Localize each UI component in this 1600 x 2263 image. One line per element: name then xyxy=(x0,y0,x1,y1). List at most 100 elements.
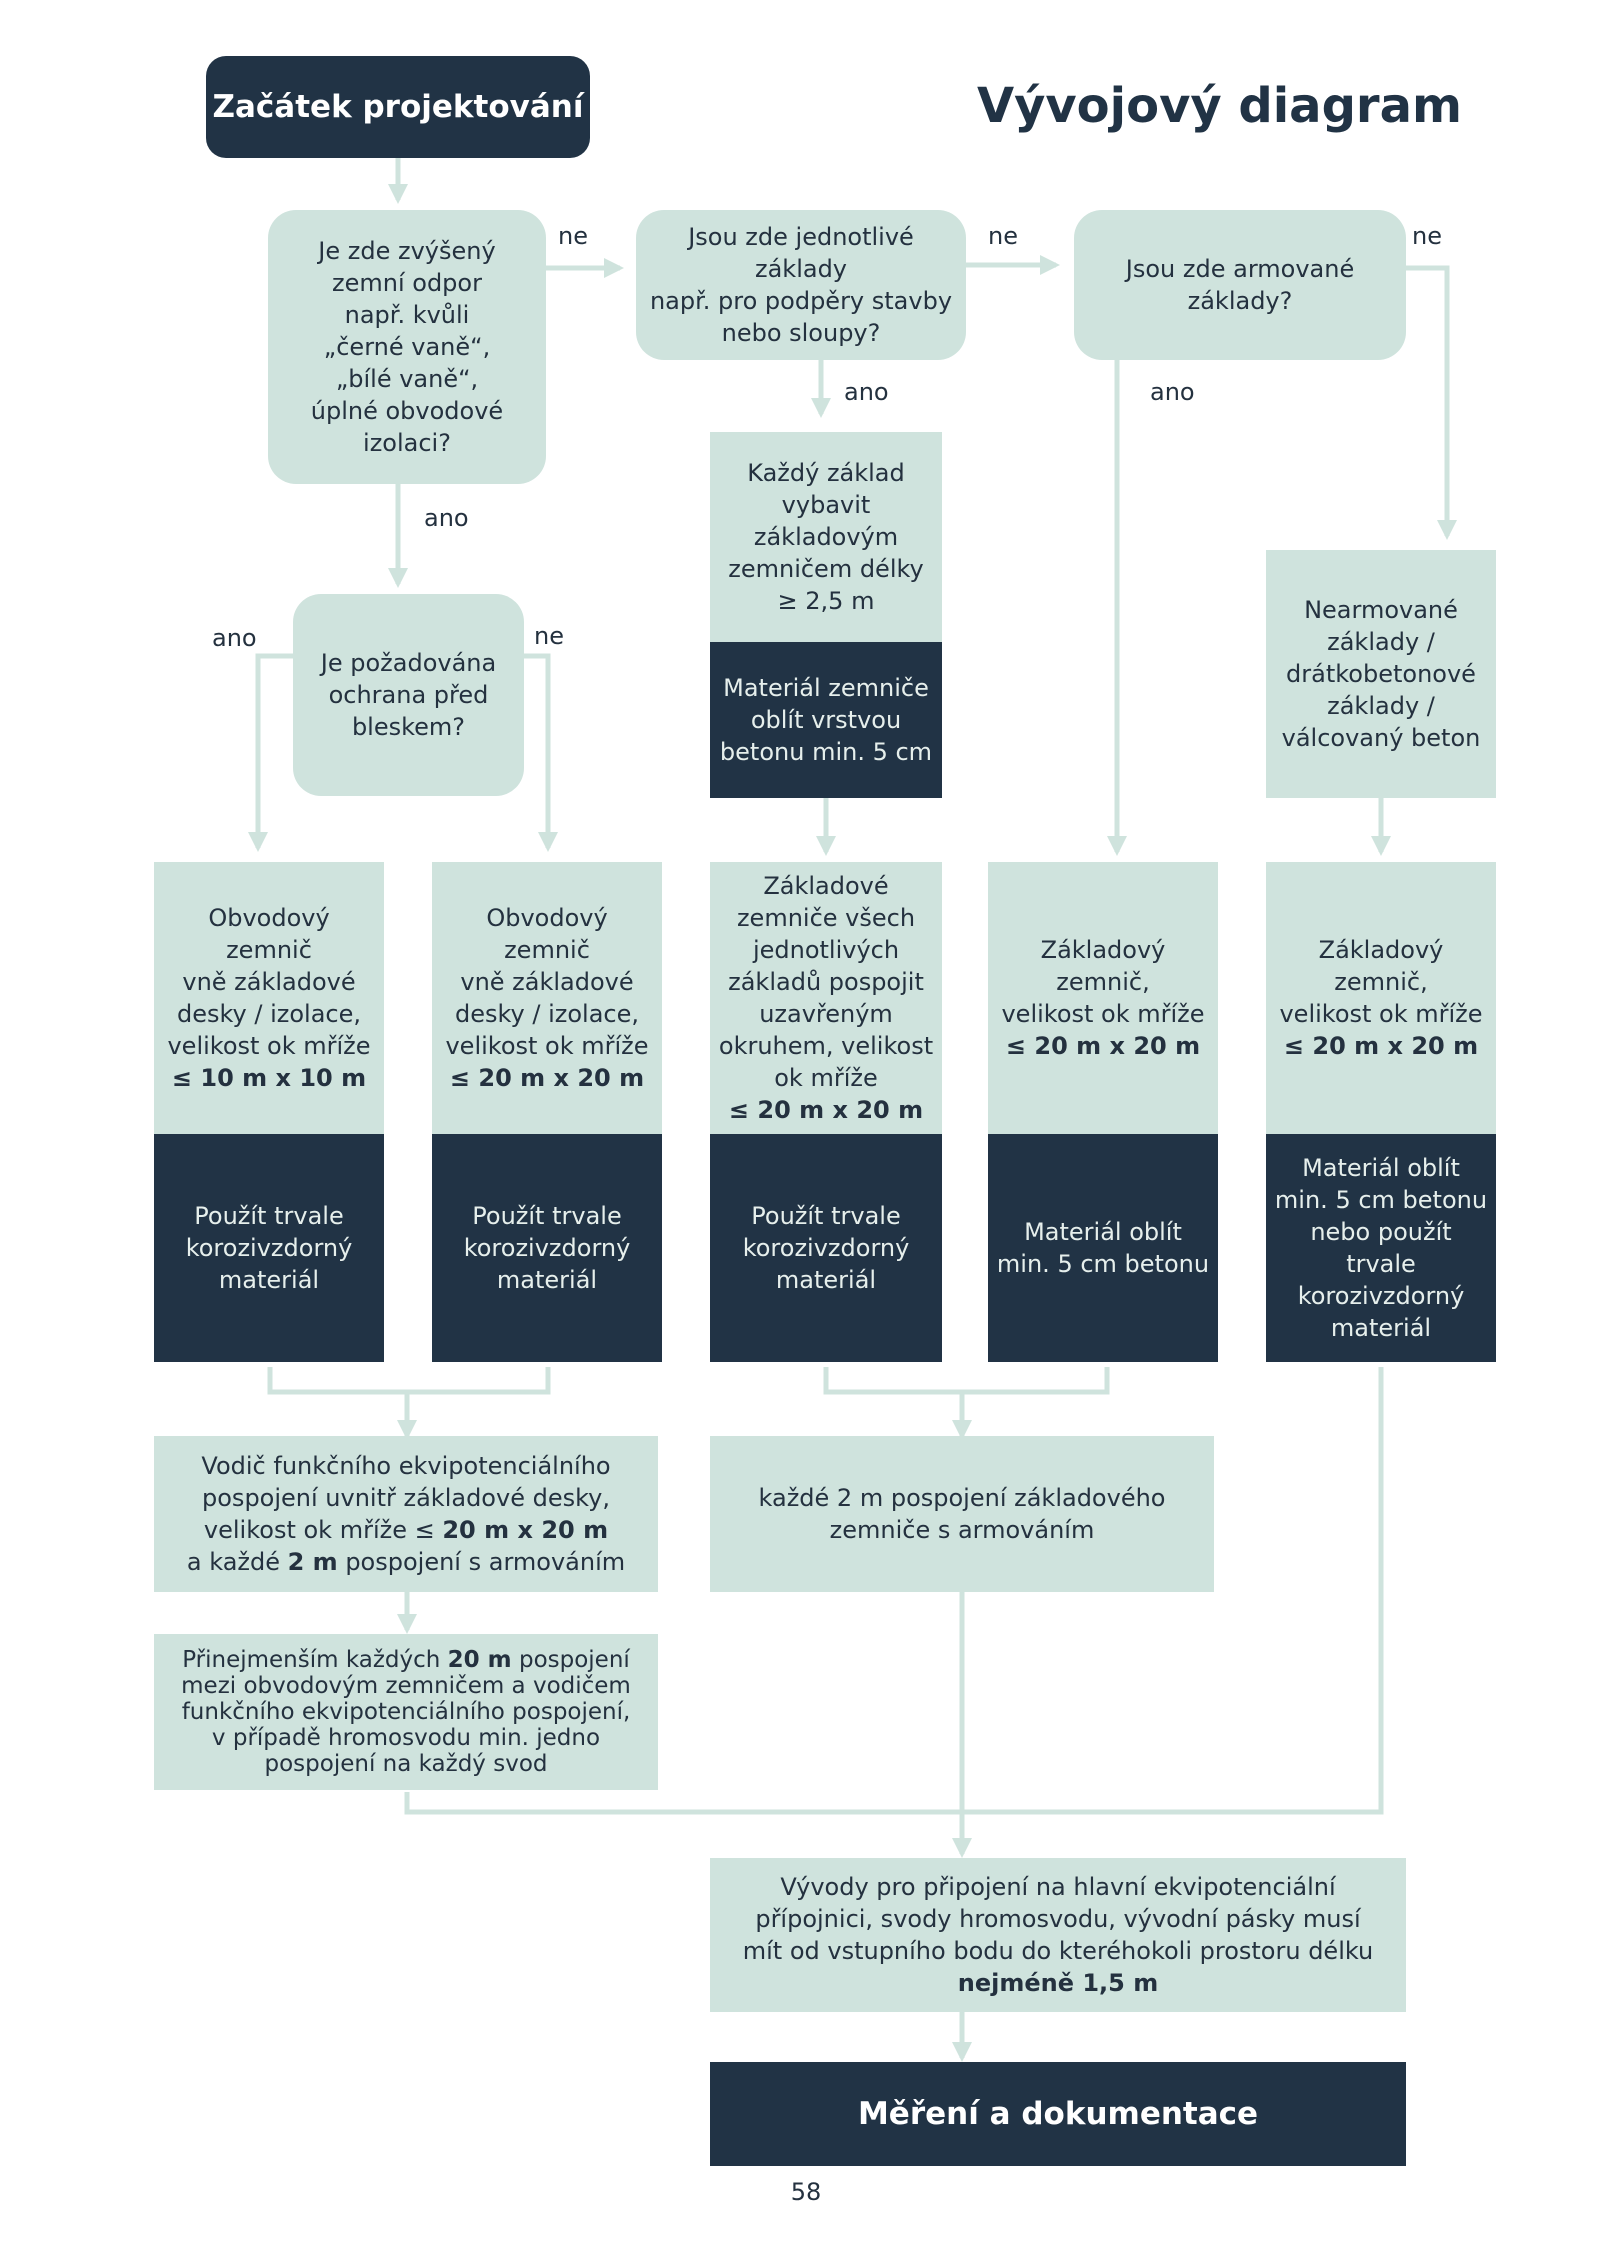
step-every-2m-connection: každé 2 m pospojení základového zemniče … xyxy=(710,1436,1214,1592)
text-line: desky / izolace, xyxy=(176,1000,361,1028)
text-line: pospojení uvnitř základové desky, xyxy=(202,1484,610,1512)
text-line: uzavřeným xyxy=(759,1000,893,1028)
text-line: desky / izolace, xyxy=(454,1000,639,1028)
text-line: Základový zemnič, xyxy=(1040,936,1166,996)
step-each-foundation-earth: Každý základ vybavit základovým zemničem… xyxy=(710,432,942,642)
text-line: Základové xyxy=(763,872,889,900)
text-line: Je zde zvýšený xyxy=(318,237,496,265)
arrow-lightning-yes xyxy=(248,653,293,852)
text-line: každé 2 m pospojení základového xyxy=(758,1484,1166,1512)
mesh-size: 20 m x 20 m xyxy=(442,1516,609,1544)
arrow-reinforced-no xyxy=(1406,265,1457,540)
text-line: Přinejmenším každých 20 m pospojení xyxy=(182,1647,630,1673)
label-lightning-yes: ano xyxy=(212,624,257,652)
text-span: velikost ok mříže ≤ xyxy=(203,1516,443,1544)
decision-single-foundations: Jsou zde jednotlivé základy např. pro po… xyxy=(636,210,966,360)
text-line: Jsou zde jednotlivé základy xyxy=(688,223,914,283)
text-line: Je požadována xyxy=(320,649,497,677)
text-line: základy / xyxy=(1327,628,1435,656)
text-span: pospojení s armováním xyxy=(337,1548,626,1576)
text-line: korozivzdorný xyxy=(1297,1282,1465,1310)
step-terminal-outputs: Vývody pro připojení na hlavní ekvipoten… xyxy=(710,1858,1406,2012)
mesh-size: ≤ 20 m x 20 m xyxy=(1005,1032,1201,1060)
text-line: zemničem délky xyxy=(728,555,924,583)
step-col1-material: Použít trvale korozivzdorný materiál xyxy=(154,1134,384,1362)
mesh-size: ≤ 20 m x 20 m xyxy=(1283,1032,1479,1060)
text-line: Materiál oblít xyxy=(1024,1218,1182,1246)
step-col3-connect-foundations: Základové zemniče všech jednotlivých zák… xyxy=(710,862,942,1134)
text-line: velikost ok mříže xyxy=(1279,1000,1483,1028)
step-unreinforced-foundations: Nearmované základy / drátkobetonové zákl… xyxy=(1266,550,1496,798)
distance-value: nejméně 1,5 m xyxy=(957,1969,1159,1997)
line-atleast-to-bus xyxy=(404,1367,1384,1815)
text-line: např. pro podpěry stavby xyxy=(649,287,953,315)
text-line: okruhem, velikost xyxy=(718,1032,934,1060)
step-col2-perimeter-earth: Obvodový zemnič vně základové desky / iz… xyxy=(432,862,662,1134)
text-line: úplné obvodové xyxy=(310,397,504,425)
step-col2-material: Použít trvale korozivzdorný materiál xyxy=(432,1134,662,1362)
end-node: Měření a dokumentace xyxy=(710,2062,1406,2166)
distance-value: 2 m xyxy=(287,1548,338,1576)
text-line: materiál xyxy=(218,1266,320,1294)
mesh-size: ≤ 10 m x 10 m xyxy=(171,1064,367,1092)
text-line: mezi obvodovým zemničem a vodičem xyxy=(181,1673,631,1699)
text-line: min. 5 cm betonu xyxy=(996,1250,1210,1278)
text-span: a každé xyxy=(186,1548,288,1576)
text-line: zemniče s armováním xyxy=(829,1516,1095,1544)
decision-reinforced-foundations: Jsou zde armované základy? xyxy=(1074,210,1406,360)
text-line: materiál xyxy=(775,1266,877,1294)
label-single-no: ne xyxy=(988,222,1018,250)
text-line: Materiál zemniče xyxy=(723,674,929,702)
text-line: válcovaný beton xyxy=(1281,724,1481,752)
step-col4-foundation-earth: Základový zemnič, velikost ok mříže ≤ 20… xyxy=(988,862,1218,1134)
label-single-yes: ano xyxy=(844,378,889,406)
text-span: Přinejmenším každých xyxy=(182,1647,448,1673)
text-line: v případě hromosvodu min. jedno xyxy=(211,1725,601,1751)
merge-col1-col2 xyxy=(267,1367,551,1395)
step-col3-material: Použít trvale korozivzdorný materiál xyxy=(710,1134,942,1362)
step-col4-material: Materiál oblít min. 5 cm betonu xyxy=(988,1134,1218,1362)
label-soil-no: ne xyxy=(558,222,588,250)
decision-soil-resistance: Je zde zvýšený zemní odpor např. kvůli „… xyxy=(268,210,546,484)
text-line: zemniče všech xyxy=(736,904,916,932)
text-line: drátkobetonové xyxy=(1286,660,1476,688)
text-line: Obvodový zemnič xyxy=(208,904,330,964)
step-equipotential-conductor: Vodič funkčního ekvipotenciálního pospoj… xyxy=(154,1436,658,1592)
text-line: přípojnici, svody hromosvodu, vývodní pá… xyxy=(755,1905,1361,1933)
text-line: a každé 2 m pospojení s armováním xyxy=(187,1546,625,1578)
label-reinforced-no: ne xyxy=(1412,222,1442,250)
text-line: Materiál oblít xyxy=(1302,1154,1460,1182)
text-line: Vodič funkčního ekvipotenciálního xyxy=(201,1452,611,1480)
text-line: Použít trvale xyxy=(472,1202,622,1230)
step-each-foundation-material: Materiál zemniče oblít vrstvou betonu mi… xyxy=(710,642,942,798)
page-number: 58 xyxy=(790,2178,822,2206)
text-line: korozivzdorný xyxy=(742,1234,910,1262)
text-line: velikost ok mříže xyxy=(1001,1000,1205,1028)
text-line: pospojení na každý svod xyxy=(264,1751,548,1777)
text-line: betonu min. 5 cm xyxy=(719,738,933,766)
mesh-size: ≤ 20 m x 20 m xyxy=(449,1064,645,1092)
distance-value: 20 m xyxy=(447,1647,512,1673)
label-soil-yes: ano xyxy=(424,504,469,532)
text-line: Základový zemnič, xyxy=(1318,936,1444,996)
arrow-lightning-no xyxy=(524,653,558,852)
text-line: základů pospojit xyxy=(728,968,924,996)
text-line: Jsou zde armované xyxy=(1125,255,1355,283)
text-line: bleskem? xyxy=(351,713,466,741)
text-line: ochrana před xyxy=(328,681,489,709)
text-line: např. kvůli xyxy=(344,301,470,329)
text-line: min. 5 cm betonu xyxy=(1274,1186,1488,1214)
text-line: velikost ok mříže xyxy=(167,1032,371,1060)
step-at-least-every-20m: Přinejmenším každých 20 m pospojení mezi… xyxy=(154,1634,658,1790)
text-line: ok mříže xyxy=(774,1064,878,1092)
text-line: vybavit základovým xyxy=(753,491,899,551)
text-line: mít od vstupního bodu do kteréhokoli pro… xyxy=(742,1937,1374,1965)
text-line: Každý základ xyxy=(747,459,905,487)
text-line: nebo použít trvale xyxy=(1310,1218,1452,1278)
text-line: korozivzdorný xyxy=(463,1234,631,1262)
text-line: vně základové xyxy=(182,968,356,996)
step-col1-perimeter-earth: Obvodový zemnič vně základové desky / iz… xyxy=(154,862,384,1134)
merge-col3-col4 xyxy=(823,1367,1110,1395)
text-line: funkčního ekvipotenciálního pospojení, xyxy=(181,1699,631,1725)
text-line: jednotlivých xyxy=(752,936,900,964)
